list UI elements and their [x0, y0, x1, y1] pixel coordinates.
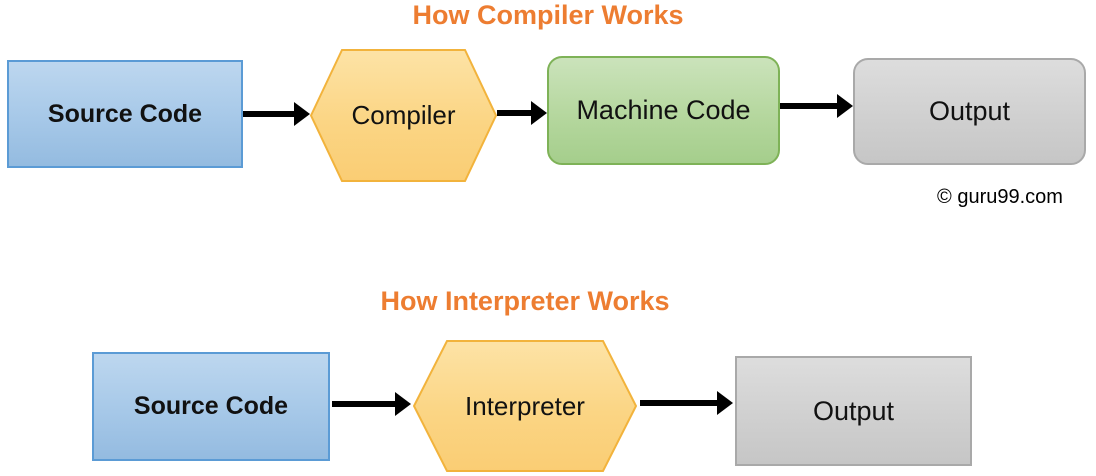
- node-output-interpreter: Output: [735, 356, 972, 466]
- arrow-machine-code-to-output: [780, 94, 853, 118]
- arrow-shaft: [780, 103, 840, 109]
- node-machine-code-label: Machine Code: [576, 95, 751, 125]
- node-interpreter-label: Interpreter: [465, 390, 585, 421]
- node-machine-code: Machine Code: [547, 56, 780, 165]
- node-output-label: Output: [928, 96, 1011, 126]
- node-source-code-interpreter: Source Code: [92, 352, 330, 461]
- arrow-interpreter-to-output: [640, 391, 733, 415]
- arrow-head-icon: [395, 392, 411, 416]
- arrow-head-icon: [531, 101, 547, 125]
- node-output-label: Output: [812, 395, 895, 426]
- interpreter-flow-title: How Interpreter Works: [380, 286, 670, 316]
- hexagon-shape: [310, 49, 497, 182]
- arrow-source-code-to-compiler: [243, 102, 310, 126]
- arrow-shaft: [640, 400, 720, 406]
- hexagon-shape: [413, 340, 637, 472]
- arrow-head-icon: [717, 391, 733, 415]
- arrow-shaft: [332, 401, 398, 407]
- node-compiler: Compiler: [310, 49, 497, 182]
- node-source-code-label: Source Code: [47, 99, 203, 128]
- arrow-compiler-to-machine-code: [497, 101, 547, 125]
- node-source-code-label: Source Code: [133, 392, 289, 420]
- compiler-flow-title: How Compiler Works: [412, 0, 684, 30]
- node-interpreter: Interpreter: [413, 340, 637, 472]
- node-compiler-label: Compiler: [351, 100, 456, 130]
- arrow-source-code-to-interpreter: [332, 392, 411, 416]
- arrow-head-icon: [837, 94, 853, 118]
- arrow-head-icon: [294, 102, 310, 126]
- arrow-shaft: [497, 110, 534, 116]
- guru99-watermark: © guru99.com: [937, 186, 1063, 208]
- arrow-shaft: [243, 111, 297, 117]
- node-source-code-compiler: Source Code: [7, 60, 243, 168]
- node-output-compiler: Output: [853, 58, 1086, 165]
